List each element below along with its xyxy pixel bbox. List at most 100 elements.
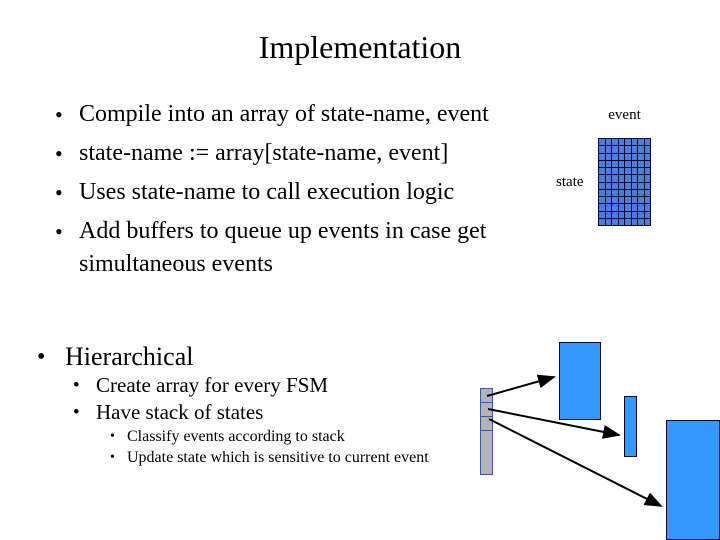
slide-title: Implementation — [258, 29, 462, 65]
grid-cell — [599, 168, 605, 175]
grid-cell — [631, 160, 637, 167]
grid-cell — [638, 139, 644, 146]
state-axis-label: state — [556, 174, 584, 190]
grid-cell — [612, 168, 618, 175]
grid-cell — [625, 175, 631, 182]
bullet-glyph — [55, 137, 79, 170]
grid-cell — [618, 189, 624, 196]
grid-cell — [644, 218, 650, 225]
grid-cell — [631, 189, 637, 196]
bullet-item: Compile into an array of state-name, eve… — [55, 98, 575, 131]
grid-cell — [638, 160, 644, 167]
grid-cell — [618, 139, 624, 146]
grid-cell — [618, 146, 624, 153]
grid-cell — [625, 168, 631, 175]
bullet-glyph — [110, 447, 127, 468]
grid-cell — [612, 211, 618, 218]
bullet-glyph — [55, 215, 79, 281]
grid-cell — [638, 153, 644, 160]
stack-cell — [481, 417, 492, 431]
grid-cell — [644, 175, 650, 182]
grid-cell — [599, 160, 605, 167]
grid-cell — [599, 197, 605, 204]
grid-cell — [644, 168, 650, 175]
grid-cell — [605, 189, 611, 196]
grid-cell — [638, 197, 644, 204]
bullet-item: Create array for every FSM — [0, 372, 520, 399]
bullet-item: Update state which is sensitive to curre… — [0, 447, 520, 468]
grid-cell — [644, 139, 650, 146]
fsm-array-box-2 — [624, 396, 637, 457]
grid-cell — [612, 189, 618, 196]
fsm-array-box-1 — [559, 342, 601, 420]
bullet-glyph — [55, 98, 79, 131]
bullet-item: Classify events according to stack — [0, 426, 520, 447]
grid-cell — [625, 218, 631, 225]
grid-cell — [625, 182, 631, 189]
grid-cell — [605, 153, 611, 160]
grid-cell — [625, 204, 631, 211]
bullet-text: state-name := array[state-name, event] — [79, 140, 449, 166]
grid-cell — [599, 153, 605, 160]
section-heading: Hierarchical — [65, 342, 194, 371]
grid-cell — [631, 153, 637, 160]
sub-sub-bullet-text: Update state which is sensitive to curre… — [127, 449, 429, 466]
grid-cell — [618, 175, 624, 182]
bullet-glyph — [37, 342, 65, 372]
grid-cell — [599, 204, 605, 211]
grid-cell — [605, 160, 611, 167]
grid-cell — [638, 175, 644, 182]
grid-cell — [612, 146, 618, 153]
bullet-glyph — [73, 399, 96, 426]
grid-cell — [599, 182, 605, 189]
bullet-item: Add buffers to queue up events in case g… — [55, 215, 575, 281]
grid-cell — [644, 182, 650, 189]
grid-cell — [625, 189, 631, 196]
grid-cell — [631, 182, 637, 189]
grid-cell — [644, 146, 650, 153]
grid-cell — [638, 146, 644, 153]
grid-cell — [599, 139, 605, 146]
grid-cell — [605, 218, 611, 225]
grid-cell — [644, 153, 650, 160]
grid-cell — [605, 146, 611, 153]
grid-cell — [618, 197, 624, 204]
grid-cell — [618, 211, 624, 218]
bullet-text: Compile into an array of state-name, eve… — [79, 101, 489, 127]
grid-cell — [644, 197, 650, 204]
grid-cell — [638, 204, 644, 211]
grid-cell — [631, 139, 637, 146]
stack-cell — [481, 389, 492, 403]
bullet-text: Uses state-name to call execution logic — [79, 179, 455, 205]
bullet-item: Uses state-name to call execution logic — [55, 176, 575, 209]
grid-cell — [638, 168, 644, 175]
bullet-item: state-name := array[state-name, event] — [55, 137, 575, 170]
main-bullet-list: Compile into an array of state-name, eve… — [55, 98, 575, 287]
grid-cell — [612, 153, 618, 160]
grid-cell — [599, 175, 605, 182]
grid-cell — [638, 182, 644, 189]
grid-cell — [638, 211, 644, 218]
state-stack-bar — [480, 388, 493, 475]
bullet-glyph — [55, 176, 79, 209]
grid-cell — [644, 189, 650, 196]
grid-cell — [644, 160, 650, 167]
grid-cell — [638, 218, 644, 225]
grid-cell — [625, 197, 631, 204]
grid-cell — [631, 204, 637, 211]
grid-cell — [605, 211, 611, 218]
stack-cell — [481, 403, 492, 417]
grid-cell — [631, 218, 637, 225]
grid-cell — [612, 139, 618, 146]
event-axis-label: event — [608, 107, 641, 123]
fsm-array-box-3 — [666, 420, 720, 540]
grid-cell — [618, 153, 624, 160]
bullet-item: Hierarchical — [0, 342, 520, 372]
grid-cell — [644, 204, 650, 211]
grid-cell — [618, 218, 624, 225]
grid-cell — [605, 139, 611, 146]
sub-bullet-text: Create array for every FSM — [96, 373, 329, 397]
grid-cell — [625, 153, 631, 160]
grid-cell — [618, 160, 624, 167]
